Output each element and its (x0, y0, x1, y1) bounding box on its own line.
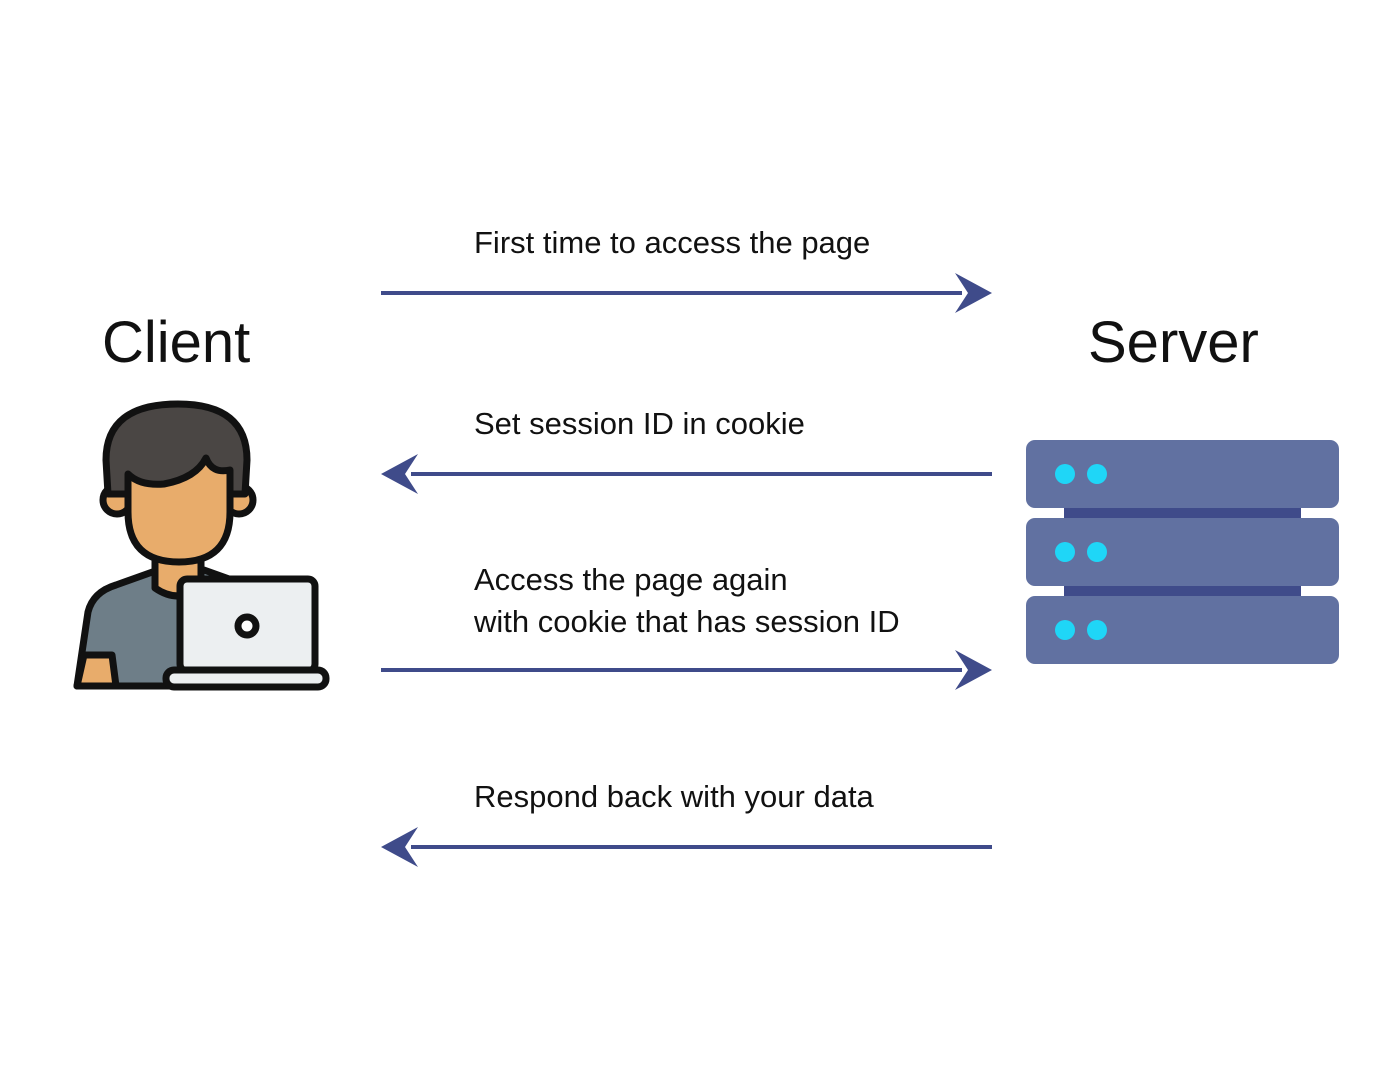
arrow-server-to-client-2 (381, 827, 992, 867)
server-rack-icon (1026, 440, 1339, 664)
arrow-client-to-server-1 (381, 273, 992, 313)
message-label-3: Access the page again with cookie that h… (474, 559, 900, 643)
message-label-line: Access the page again (474, 562, 788, 597)
message-label-2: Set session ID in cookie (474, 403, 805, 445)
message-label-line: First time to access the page (474, 225, 871, 260)
client-person-with-laptop-icon (73, 400, 330, 691)
arrow-client-to-server-2 (381, 650, 992, 690)
message-label-line: Respond back with your data (474, 779, 874, 814)
client-label: Client (102, 310, 251, 375)
message-label-1: First time to access the page (474, 222, 870, 264)
message-label-line: Set session ID in cookie (474, 406, 805, 441)
message-label-line: with cookie that has session ID (474, 604, 900, 639)
message-label-4: Respond back with your data (474, 776, 874, 818)
server-label: Server (1088, 310, 1259, 375)
arrow-server-to-client-1 (381, 454, 992, 494)
